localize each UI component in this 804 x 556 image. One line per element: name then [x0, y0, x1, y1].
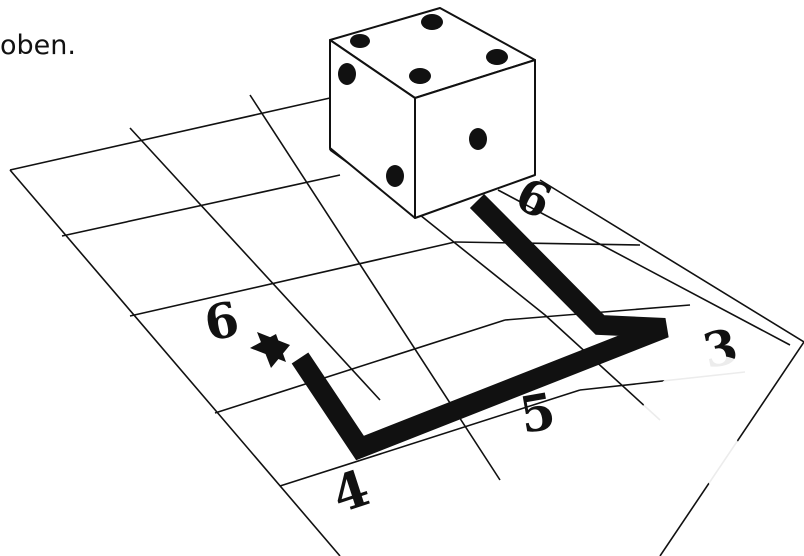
- watermark-shape: [735, 504, 804, 556]
- movement-path-line: [300, 201, 665, 448]
- die: [330, 8, 535, 218]
- movement-path: [250, 201, 665, 448]
- label-end-left: 6: [200, 291, 244, 353]
- label-start: 4: [325, 458, 376, 525]
- die-pip: [350, 34, 370, 48]
- die-pip: [338, 63, 356, 85]
- die-pip: [409, 68, 431, 84]
- die-pip: [421, 14, 443, 30]
- watermark-shape: [520, 471, 651, 556]
- die-pip: [486, 49, 508, 65]
- watermark: [520, 356, 804, 556]
- die-pip: [386, 165, 404, 187]
- label-bottom: 5: [515, 381, 560, 445]
- watermark-shape: [636, 356, 760, 500]
- die-pip: [469, 128, 487, 150]
